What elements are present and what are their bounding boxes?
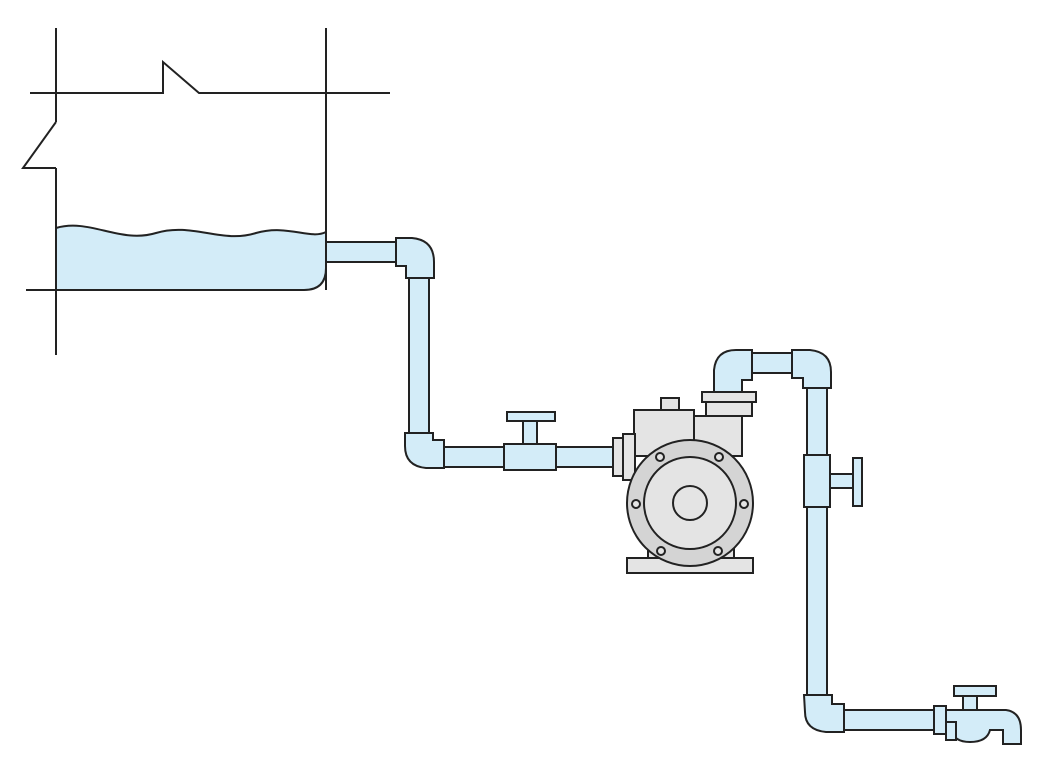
- tap-stem: [962, 695, 978, 711]
- valve-handwheel[interactable]: [506, 411, 556, 422]
- pump-discharge-neck: [705, 401, 753, 417]
- pump-bolt: [631, 499, 641, 509]
- pump-bolt: [655, 452, 665, 462]
- pump-impeller-hub: [672, 485, 708, 521]
- pump-suction-flange-inner: [622, 433, 636, 481]
- pipe-horizontal-to-valve: [443, 446, 505, 468]
- tank-top-line: [30, 59, 390, 94]
- tap-nut: [945, 721, 957, 741]
- pump-bolt: [714, 452, 724, 462]
- pipe-tank-outlet: [325, 241, 397, 263]
- pipe-vertical-down: [408, 277, 430, 434]
- water-tap[interactable]: [933, 685, 1022, 745]
- water-tank: [21, 28, 390, 355]
- elbow-bottom: [404, 432, 445, 469]
- pipe-to-pump: [555, 446, 614, 468]
- pump-suction-flange-outer: [612, 437, 624, 477]
- tap-body: [945, 709, 1022, 745]
- pump-top-cap: [660, 397, 680, 411]
- pipe-vertical-lower: [806, 506, 828, 696]
- tap-handle[interactable]: [953, 685, 997, 697]
- pump-bolt: [656, 546, 666, 556]
- tap-collar: [933, 705, 947, 735]
- tank-wall-break: [21, 121, 57, 169]
- centrifugal-pump: [612, 391, 757, 574]
- elbow-bottom-right: [802, 694, 845, 733]
- tank-water: [55, 224, 327, 291]
- check-valve-body: [803, 454, 831, 508]
- check-valve-stem: [829, 473, 855, 489]
- pipe-top-horizontal: [751, 352, 793, 374]
- check-valve-handwheel[interactable]: [852, 457, 863, 507]
- pump-bolt: [739, 499, 749, 509]
- elbow-top-right: [791, 349, 832, 389]
- elbow-top: [395, 237, 435, 279]
- valve-body: [503, 443, 557, 471]
- pump-discharge-flange: [701, 391, 757, 403]
- gate-valve[interactable]: [503, 411, 557, 471]
- pipe-bottom-horizontal: [843, 709, 935, 731]
- pump-bolt: [713, 546, 723, 556]
- elbow-discharge-up: [713, 349, 753, 393]
- suction-pipe: [325, 237, 614, 471]
- valve-stem: [522, 419, 538, 445]
- pipe-vertical-upper: [806, 387, 828, 456]
- check-valve[interactable]: [803, 454, 863, 508]
- discharge-pipe: [713, 349, 935, 733]
